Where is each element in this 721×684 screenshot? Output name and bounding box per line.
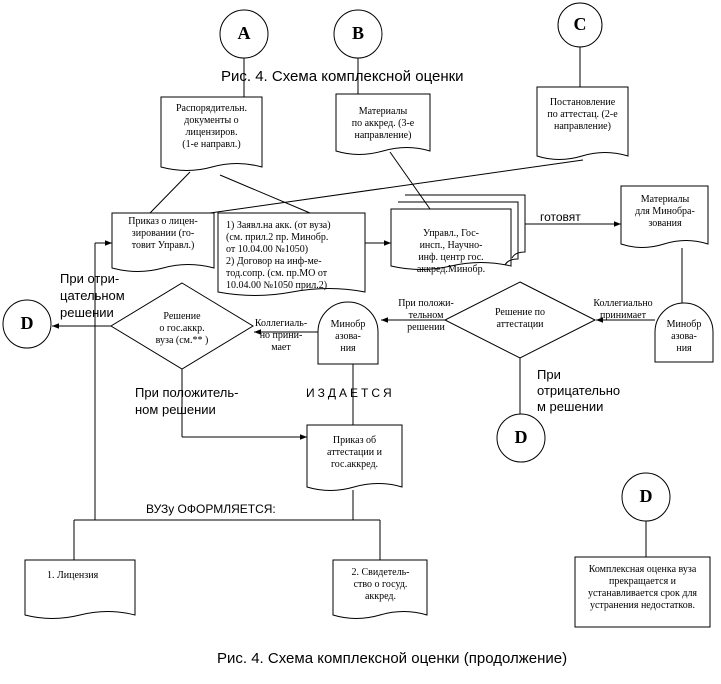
node-decree: Постановление по аттестац. (2-е направле… — [547, 97, 618, 132]
doc-shape-application — [217, 212, 366, 296]
edge-label-negative-left: При отри- цательном решении — [60, 271, 125, 320]
edge-label-collegial-right: Коллегиально принимает — [593, 298, 653, 321]
edge-label-negative-mid: При отрицательно м решении — [537, 367, 621, 414]
edge-label-positive-decision: При положитель- ном решении — [135, 385, 239, 417]
edge-label-positive-attest: При положи- тельном решении — [398, 298, 454, 333]
node-license: 1. Лицензия — [47, 570, 99, 581]
node-management: Управл., Гос- инсп., Научно- инф. центр … — [416, 228, 486, 275]
node-license-order: Приказ о лицен- зировании (го- товит Упр… — [128, 216, 198, 251]
node-minobr-materials: Материалы для Минобра- зования — [635, 194, 695, 229]
node-decision-attestation: Решение по аттестации — [495, 307, 545, 330]
node-d-left-label: D — [20, 313, 34, 333]
node-termination: Комплексная оценка вуза прекращается и у… — [587, 564, 698, 611]
doc-shape-management-front — [390, 208, 512, 270]
node-certificate: 2. Свидетель- ство о госуд. аккред. — [351, 567, 410, 602]
node-d-mid-label: D — [514, 427, 528, 447]
doc-shape-minobr-materials — [620, 185, 709, 248]
edge-label-issues: ИЗДАЕТСЯ — [306, 386, 395, 400]
node-minobr-right: Минобр азова- ния — [666, 319, 702, 354]
caption-bottom: Рис. 4. Схема комплексной оценки (продол… — [217, 650, 568, 667]
node-attest-order: Приказ об аттестации и гос.аккред. — [327, 435, 382, 470]
node-c-label: C — [573, 14, 587, 34]
shape-minobr-right — [654, 302, 714, 363]
caption-top: Рис. 4. Схема комплексной оценки — [221, 68, 464, 85]
node-a-label: A — [237, 23, 251, 43]
node-d-left-circle — [2, 299, 52, 349]
edge-label-collegial-mid: Коллегиаль- но прини- мает — [254, 318, 308, 353]
node-materials: Материалы по аккред. (3-е направление) — [351, 106, 415, 141]
doc-shape-license — [24, 559, 136, 619]
doc-shape-certificate — [332, 559, 428, 619]
doc-shape-attest-order — [306, 424, 403, 491]
doc-shape-license-order — [111, 212, 215, 272]
node-d-mid-circle — [496, 413, 546, 463]
doc-shape-decree — [536, 86, 629, 160]
node-b-label: B — [351, 23, 364, 43]
shape-minobr-mid — [317, 301, 379, 365]
edge-label-university-forms: ВУЗу ОФОРМЛЯЕТСЯ: — [146, 502, 276, 516]
doc-shape-materials — [335, 93, 431, 155]
node-application: 1) Заявл.на акк. (от вуза) (см. прил.2 п… — [226, 220, 331, 291]
rect-termination — [574, 556, 711, 628]
edge-label-prepares: готовят — [540, 210, 581, 224]
node-minobr-mid: Минобр азова- ния — [330, 319, 366, 354]
doc-shape-orders — [160, 96, 263, 171]
node-decision-accreditation: Решение о гос.аккр. вуза (см.** ) — [155, 311, 209, 346]
node-orders: Распорядительн. документы о лицензиров. … — [175, 103, 248, 150]
node-d-right-label: D — [639, 486, 653, 506]
